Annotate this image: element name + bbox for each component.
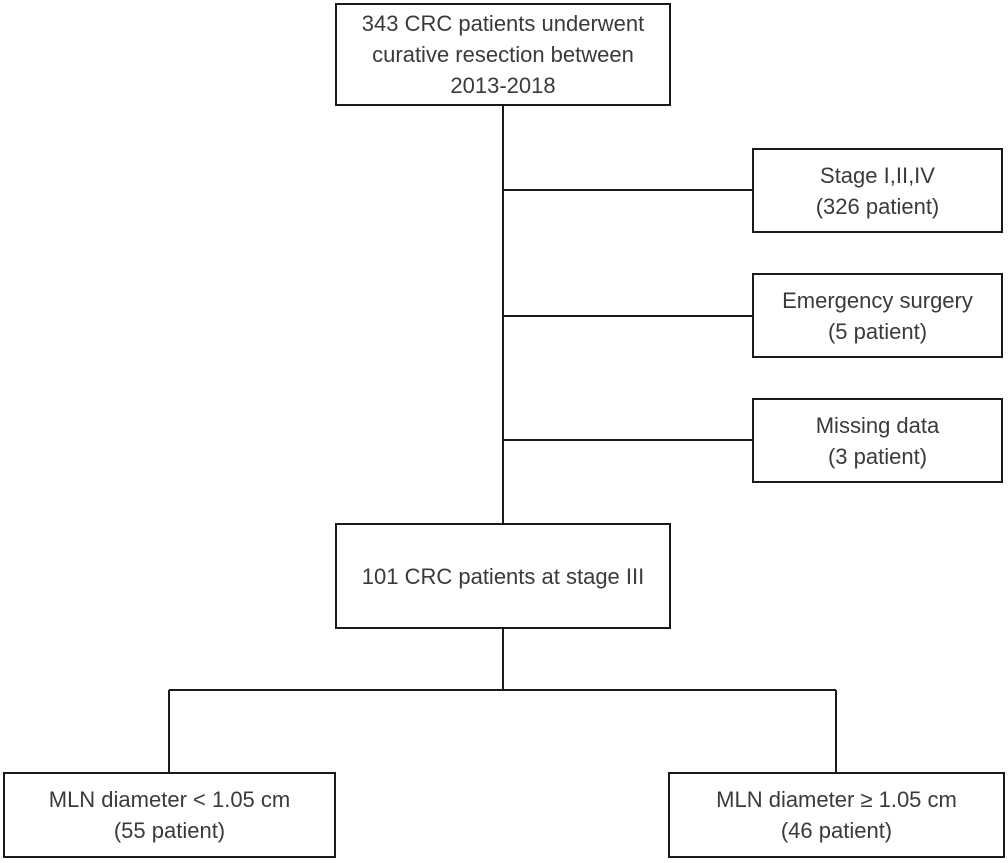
group-box-large-mln: MLN diameter ≥ 1.05 cm (46 patient) (668, 772, 1005, 858)
group-label: MLN diameter ≥ 1.05 cm (716, 787, 957, 812)
exclusion-count: (326 patient) (815, 193, 940, 219)
start-text-line-2: curative resection between (372, 42, 634, 67)
exclusion-label: Stage I,II,IV (820, 162, 935, 188)
start-box: 343 CRC patients underwent curative rese… (335, 3, 671, 106)
start-text-line-1: 343 CRC patients underwent (361, 11, 645, 36)
exclusion-label: Missing data (815, 412, 940, 438)
exclusion-label: Emergency surgery (782, 287, 973, 313)
group-box-small-mln: MLN diameter < 1.05 cm (55 patient) (3, 772, 336, 858)
exclusion-box-stage124: Stage I,II,IV (326 patient) (752, 148, 1003, 233)
stage3-text: 101 CRC patients at stage III (361, 563, 645, 589)
exclusion-box-missing: Missing data (3 patient) (752, 398, 1003, 483)
exclusion-count: (5 patient) (827, 318, 928, 344)
group-count: (46 patient) (780, 818, 893, 843)
exclusion-count: (3 patient) (827, 443, 928, 469)
stage3-box: 101 CRC patients at stage III (335, 523, 671, 629)
group-label: MLN diameter < 1.05 cm (48, 787, 291, 812)
start-text-line-3: 2013-2018 (450, 73, 556, 98)
group-count: (55 patient) (113, 818, 226, 843)
exclusion-box-emergency: Emergency surgery (5 patient) (752, 273, 1003, 358)
